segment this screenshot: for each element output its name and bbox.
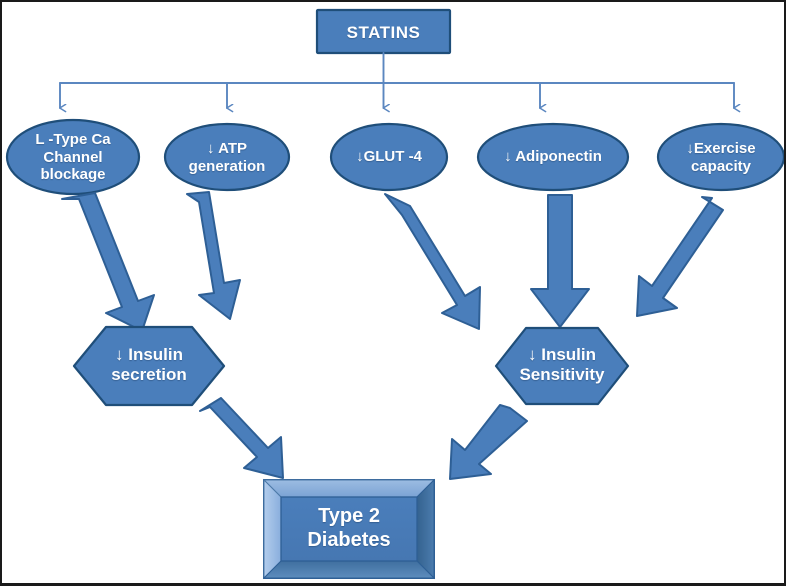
node-exercise-capacity[interactable] [656, 122, 784, 192]
hexagon-insulin-secretion [72, 325, 226, 407]
ellipse-atp-generation [163, 122, 291, 192]
node-adiponectin[interactable] [476, 122, 630, 192]
ellipse-l-type-ca [5, 118, 141, 196]
node-glut-4[interactable] [329, 122, 449, 192]
node-insulin-secretion[interactable] [72, 325, 226, 407]
ellipse-glut-4 [329, 122, 449, 192]
hexagon-insulin-sensitivity [494, 326, 630, 406]
block-arrow-l-type-to-secretion [61, 192, 155, 332]
diabetes-bevel-top [262, 479, 436, 498]
diabetes-inner-panel [280, 496, 418, 562]
node-insulin-sensitivity[interactable] [494, 326, 630, 406]
statins-box [315, 8, 452, 55]
node-type-2-diabetes[interactable] [262, 478, 436, 580]
diabetes-bevel-bottom [262, 560, 436, 579]
block-arrow-sensitivity-to-diabetes [449, 404, 528, 480]
connector-tree [59, 52, 734, 108]
block-arrow-glut4-to-sensitivity [384, 193, 481, 330]
node-l-type-ca-channel-blockage[interactable] [5, 118, 141, 196]
ellipse-adiponectin [476, 122, 630, 192]
block-arrow-adiponectin-to-sensitivity [530, 194, 590, 328]
block-arrow-secretion-to-diabetes [199, 397, 284, 479]
ellipse-exercise-capacity [656, 122, 784, 192]
block-arrow-atp-to-secretion [186, 191, 241, 320]
node-statins[interactable] [315, 8, 452, 55]
node-atp-generation[interactable] [163, 122, 291, 192]
block-arrow-exercise-to-sensitivity [636, 196, 724, 317]
